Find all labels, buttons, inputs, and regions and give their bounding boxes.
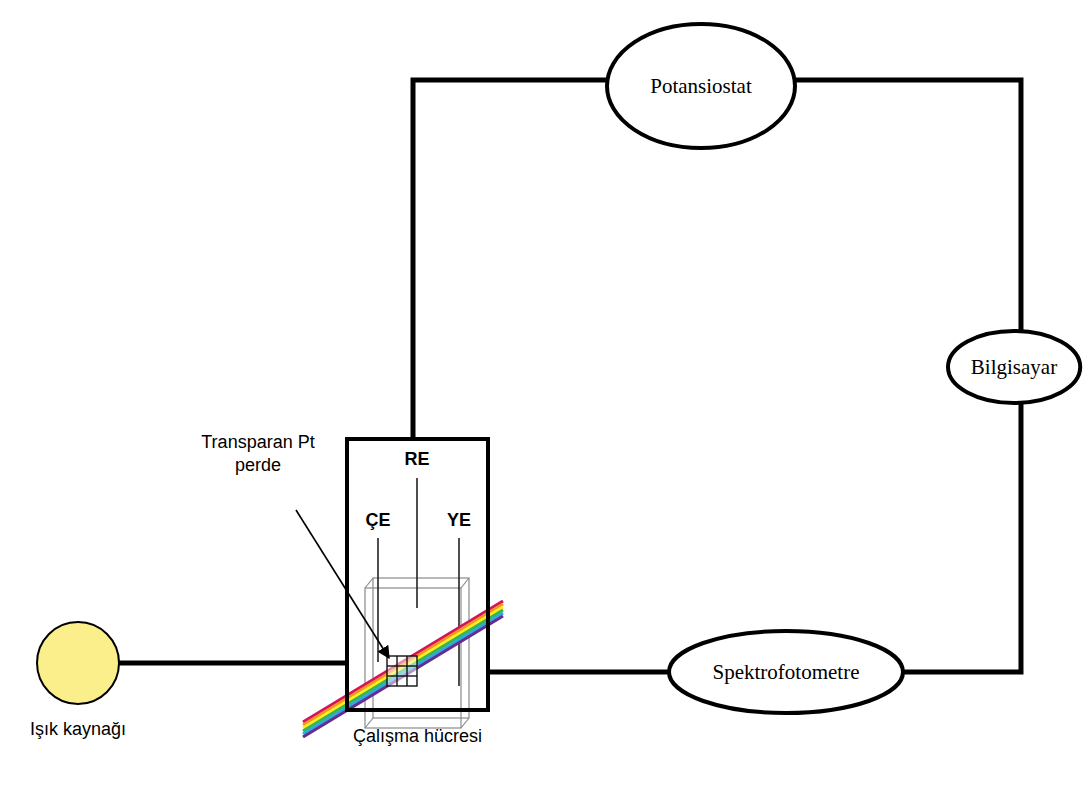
- node-label: Bilgisayar: [971, 355, 1057, 380]
- connector-wire: [905, 404, 1021, 672]
- work-cell-box: Çalışma hücresi: [345, 437, 490, 712]
- light-source-circle: Işık kaynağı: [36, 621, 120, 705]
- electrode-label: ÇE: [365, 509, 390, 532]
- outline: [948, 331, 1080, 403]
- potentiostat-ellipse: Potansiostat: [605, 22, 797, 150]
- outline: [607, 24, 795, 148]
- pt-mesh: [387, 656, 417, 686]
- text-holder: Potansiostat: [605, 22, 797, 150]
- connector-wire: [490, 670, 667, 675]
- text-holder: Spektrofotometre: [667, 629, 905, 715]
- electrode-label: YE: [447, 509, 471, 532]
- text-holder: Bilgisayar: [946, 329, 1082, 405]
- outline: [37, 622, 119, 704]
- connector-wire: [797, 80, 1021, 330]
- leader-arrow: [296, 510, 389, 658]
- spectrophotometer-ellipse: Spektrofotometre: [667, 629, 905, 715]
- outline: [347, 439, 488, 710]
- node-caption: Işık kaynağı: [30, 719, 126, 740]
- light-beam: [303, 601, 503, 737]
- light-source-circle-outline: [36, 621, 120, 705]
- node-label: Potansiostat: [650, 74, 752, 99]
- part-label: Transparan Pt perde: [198, 431, 318, 478]
- connector-wire: [120, 661, 345, 666]
- connector-wire: [413, 80, 605, 437]
- node-label: Spektrofotometre: [713, 660, 860, 685]
- computer-ellipse: Bilgisayar: [946, 329, 1082, 405]
- electrode-label: RE: [404, 448, 429, 471]
- node-caption: Çalışma hücresi: [353, 726, 482, 747]
- outline: [669, 631, 903, 713]
- work-cell-box-outline: [345, 437, 490, 712]
